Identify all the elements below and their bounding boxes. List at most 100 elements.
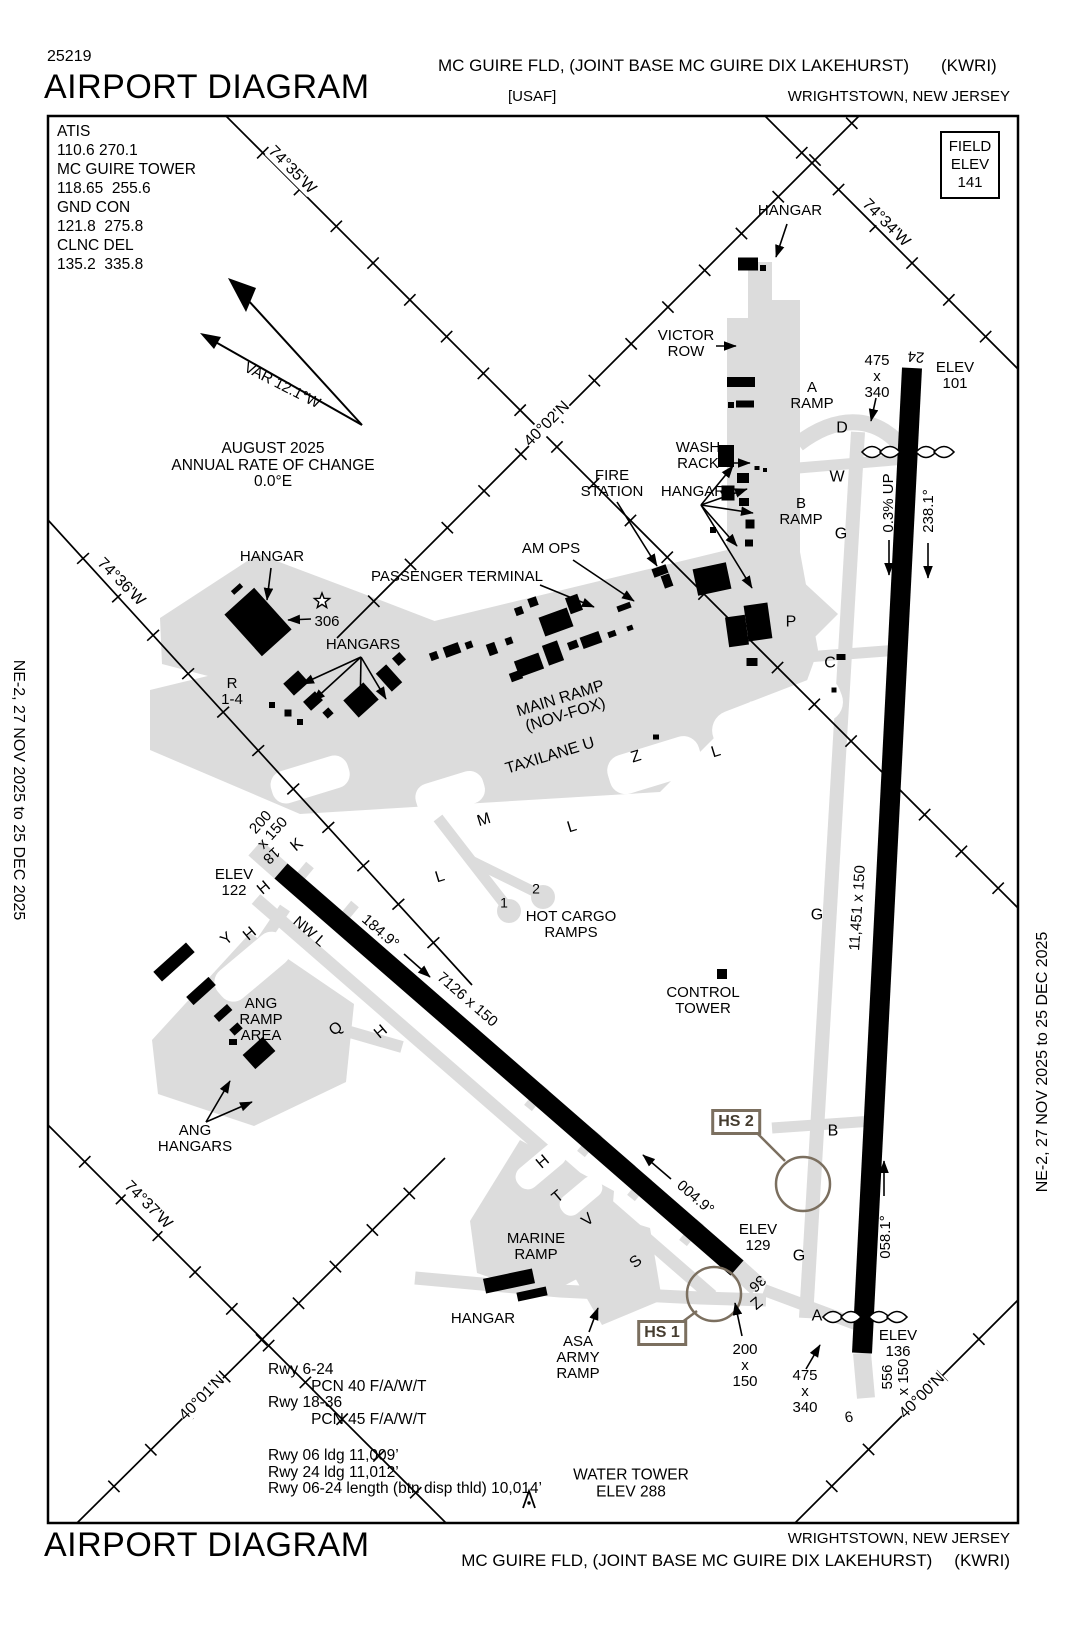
graticule-tick — [825, 1480, 838, 1493]
graticule-tick — [188, 1265, 202, 1279]
building — [391, 651, 407, 667]
building — [725, 614, 749, 648]
graticule-tick — [808, 698, 821, 711]
graticule-tick — [366, 1223, 379, 1237]
graticule-tick — [624, 337, 638, 351]
leader-arrow — [205, 1101, 253, 1123]
building — [541, 640, 565, 666]
graticule-tick — [107, 1480, 121, 1493]
building — [710, 527, 716, 533]
beacon-star-icon — [312, 591, 332, 610]
airport-icao: (KWRI) — [941, 56, 997, 75]
building — [737, 473, 749, 483]
building — [482, 1268, 536, 1294]
graticule-tick — [991, 881, 1005, 895]
chart-number: 25219 — [47, 48, 92, 65]
runway-06-24 — [852, 367, 922, 1354]
buildings — [153, 257, 846, 1302]
footer-airport-title: MC GUIRE FLD, (JOINT BASE MC GUIRE DIX L… — [461, 1551, 1010, 1571]
taxiway-nw-l-strip — [251, 894, 717, 1301]
building — [566, 639, 580, 651]
building — [153, 942, 195, 982]
building — [229, 1022, 243, 1036]
leader-arrow — [263, 567, 274, 601]
graticule-tick — [845, 117, 858, 130]
chart-border — [46, 114, 1020, 1525]
graticule-tick — [286, 782, 300, 795]
graticule-tick — [335, 1412, 349, 1426]
graticule-tick — [955, 845, 968, 858]
graticule-tick — [972, 1332, 986, 1346]
building — [375, 664, 403, 692]
asa-army-ramp-apron — [566, 1205, 662, 1325]
building — [516, 1286, 548, 1302]
building — [763, 468, 767, 472]
building — [653, 734, 659, 740]
graticule-tick — [905, 256, 919, 270]
leader-arrow — [700, 504, 754, 516]
building — [660, 573, 674, 589]
leader-arrow — [732, 1302, 743, 1337]
graticule-tick — [588, 374, 601, 387]
graticule-tick — [426, 936, 440, 949]
building — [564, 593, 584, 615]
building — [464, 640, 474, 650]
leader-arrow — [700, 465, 734, 506]
graticule-tick — [367, 595, 380, 608]
graticule-tick — [477, 367, 490, 380]
graticule-tick — [404, 558, 417, 571]
graticule-tick — [918, 808, 931, 821]
graticule-tick — [942, 293, 956, 307]
arresting-gear-icon — [839, 1310, 863, 1324]
graticule-tick — [76, 552, 90, 565]
building — [760, 265, 766, 271]
building — [626, 624, 634, 632]
building — [727, 377, 755, 387]
leader-arrow — [868, 397, 879, 422]
graticule-tick — [979, 330, 992, 343]
graticule-tick — [661, 551, 674, 564]
building — [428, 650, 440, 662]
building — [229, 1039, 237, 1045]
building — [718, 445, 734, 467]
graticule-tick — [329, 1260, 342, 1273]
building — [836, 654, 846, 660]
building — [538, 607, 574, 637]
graticule-tick — [832, 183, 845, 196]
graticule-tick — [514, 447, 528, 461]
graticule-tick — [321, 821, 335, 834]
building — [269, 702, 275, 708]
meridian-74-37 — [47, 1124, 447, 1524]
graticule-tick — [862, 1443, 875, 1456]
graticule-tick — [624, 514, 637, 527]
graticule-tick — [78, 1155, 91, 1168]
leader-arrow — [355, 656, 366, 712]
graticule-tick — [440, 330, 453, 343]
building — [738, 257, 758, 271]
graticule-tick — [330, 220, 343, 233]
graticule-tick — [698, 264, 711, 277]
building — [743, 602, 773, 642]
building — [692, 562, 732, 596]
building — [230, 583, 244, 595]
leader-arrow — [700, 488, 748, 506]
graticule-tick — [299, 1376, 312, 1389]
leader-arrows — [205, 223, 933, 1370]
taxiways — [248, 414, 913, 1399]
graticule-tick — [661, 300, 675, 314]
leader-arrow — [287, 614, 312, 625]
effective-dates-right: NE-2, 27 NOV 2025 to 25 DEC 2025 — [1034, 931, 1051, 1193]
graticule-tick — [477, 484, 491, 498]
arresting-gear-icon — [932, 445, 956, 459]
building — [717, 969, 727, 979]
leader-arrow — [312, 656, 362, 702]
building — [745, 539, 753, 547]
footer-city-label: WRIGHTSTOWN, NEW JERSEY — [787, 1530, 1010, 1547]
graticule-tick — [403, 293, 417, 307]
graticule-tick — [844, 734, 858, 748]
ang-ramp-apron — [152, 933, 354, 1126]
apron-areas — [150, 262, 838, 1325]
building — [745, 519, 755, 529]
rwy6-overrun — [853, 1352, 875, 1399]
